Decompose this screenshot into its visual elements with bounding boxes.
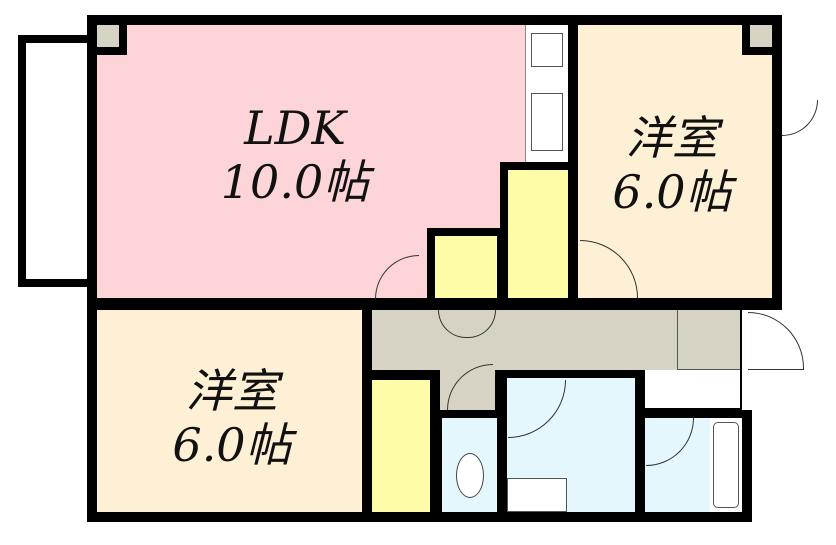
pillar — [97, 25, 127, 55]
sink-icon — [531, 93, 563, 151]
western-right-label: 洋室 6.0帖 — [612, 111, 731, 219]
room-name: 洋室 — [626, 111, 718, 165]
closet — [372, 380, 430, 512]
room-name: 洋室 — [186, 364, 278, 418]
room-name: LDK — [244, 101, 346, 155]
stove-icon — [531, 33, 563, 67]
washbasin-icon — [507, 478, 567, 512]
kitchen-counter — [525, 25, 568, 162]
western-room-left — [97, 310, 362, 512]
toilet-room — [442, 418, 497, 512]
entrance-door[interactable] — [748, 312, 804, 370]
toilet-icon — [456, 453, 484, 498]
bathtub-icon — [710, 418, 742, 512]
ldk-label: LDK 10.0帖 — [221, 101, 369, 209]
room-size: 10.0帖 — [220, 155, 370, 209]
room-size: 6.0帖 — [612, 165, 732, 219]
closet — [508, 170, 568, 298]
utility-space — [645, 370, 740, 408]
entrance — [677, 310, 740, 370]
pillar — [742, 25, 772, 55]
balcony — [18, 35, 90, 287]
room-size: 6.0帖 — [172, 418, 292, 472]
balcony-door[interactable] — [782, 100, 818, 136]
western-left-label: 洋室 6.0帖 — [172, 364, 291, 472]
closet — [435, 236, 497, 298]
